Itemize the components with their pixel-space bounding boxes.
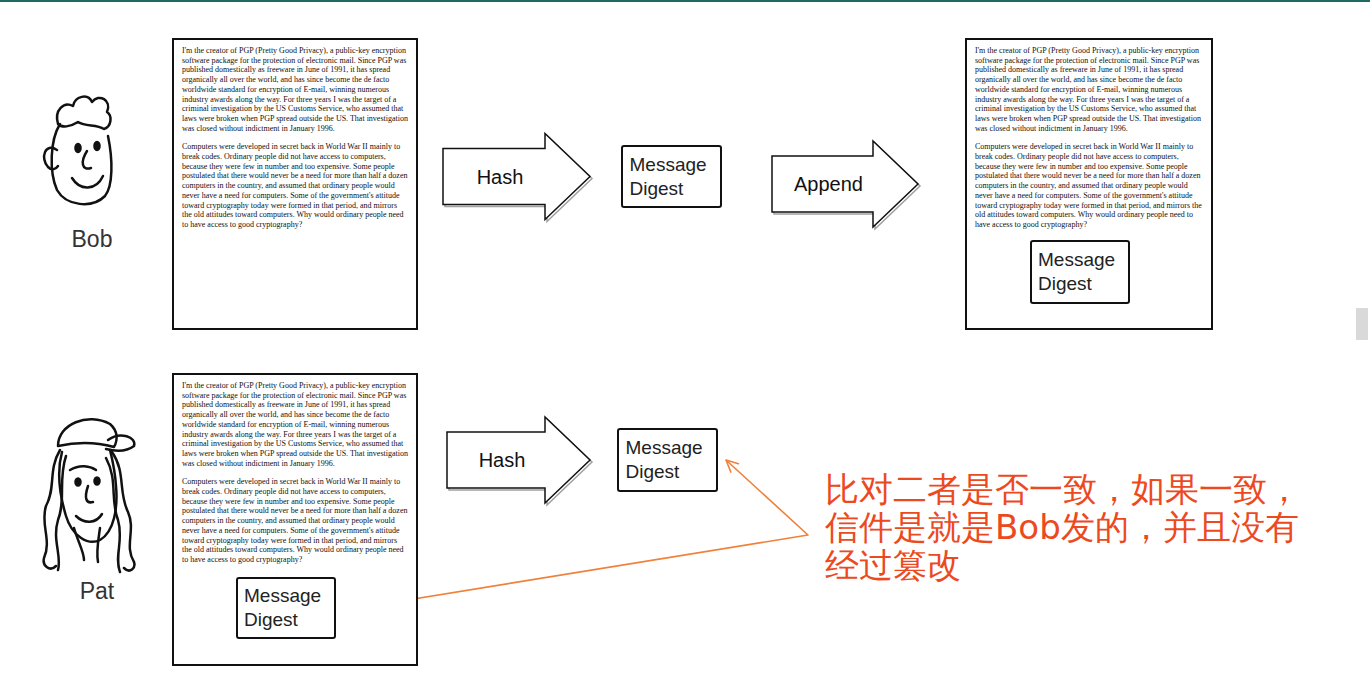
digest-text: Message Digest <box>630 153 714 201</box>
digest-text: Message Digest <box>626 436 710 484</box>
letter-paragraph: I'm the creator of PGP (Pretty Good Priv… <box>182 46 408 133</box>
letter-paragraph: I'm the creator of PGP (Pretty Good Priv… <box>975 46 1203 133</box>
bob-face <box>44 97 111 204</box>
letter-paragraph: Computers were developed in secret back … <box>182 142 408 229</box>
scrollbar-thumb <box>1356 308 1368 340</box>
block-arrow <box>447 417 592 505</box>
person-name: Pat <box>57 578 137 605</box>
letter-paragraph: Computers were developed in secret back … <box>975 142 1203 229</box>
leader-line <box>358 460 808 608</box>
annotation-note: 比对二者是否一致，如果一致，信件是就是Bob发的，并且没有经过篡改 <box>825 470 1317 584</box>
arrow-label: Append <box>792 173 865 196</box>
letter-paragraph: Computers were developed in secret back … <box>182 477 408 564</box>
digest-text: Message Digest <box>1038 248 1122 296</box>
comparison-line <box>358 460 808 612</box>
message-digest-box: Message Digest <box>617 428 718 492</box>
arrow-label: Hash <box>475 165 526 188</box>
block-arrow <box>772 141 920 229</box>
letter-document: I'm the creator of PGP (Pretty Good Priv… <box>965 38 1213 330</box>
arrow-label: Hash <box>477 449 528 472</box>
letter-document: I'm the creator of PGP (Pretty Good Priv… <box>172 38 418 330</box>
arrow-outline <box>443 134 590 220</box>
message-digest-box: Message Digest <box>236 577 336 639</box>
block-arrow <box>443 134 592 222</box>
person-name: Bob <box>52 226 132 253</box>
arrow-outline <box>447 417 590 503</box>
letter-paragraph: I'm the creator of PGP (Pretty Good Priv… <box>182 381 408 468</box>
letter-document: I'm the creator of PGP (Pretty Good Priv… <box>172 373 418 666</box>
arrow-outline <box>772 141 918 227</box>
top-rule <box>0 0 1370 2</box>
pat-face <box>44 419 135 572</box>
message-digest-box: Message Digest <box>1030 240 1130 304</box>
arrow-head <box>726 460 738 472</box>
digest-text: Message Digest <box>244 584 328 632</box>
message-digest-box: Message Digest <box>621 145 722 208</box>
